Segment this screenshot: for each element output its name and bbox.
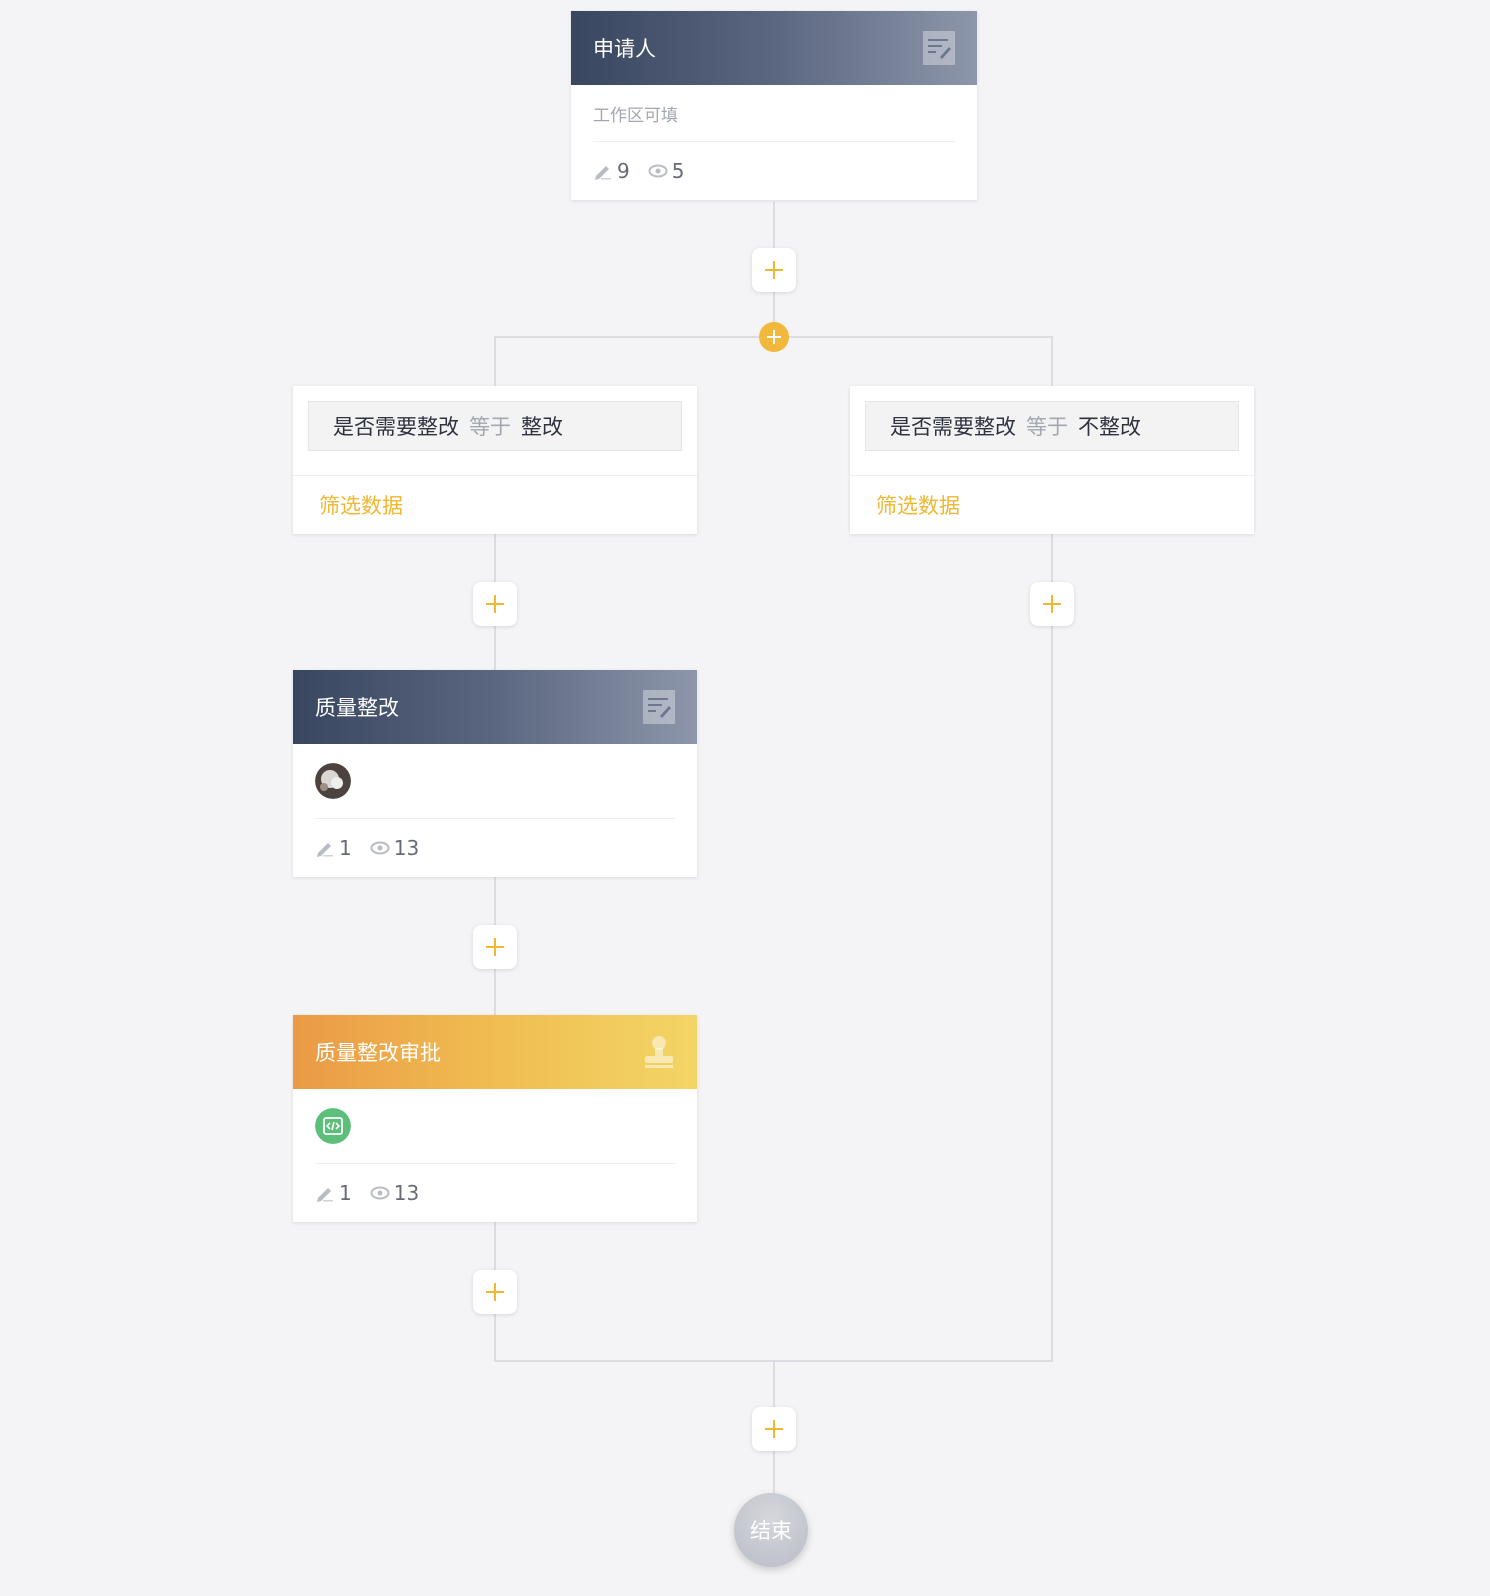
edit-count: 9 <box>617 159 630 183</box>
node-stats: 1 13 <box>315 1164 675 1222</box>
avatar[interactable] <box>315 763 351 799</box>
branch-condition-card[interactable]: 是否需要整改 等于 整改 筛选数据 <box>293 386 697 534</box>
eye-icon <box>648 164 668 178</box>
condition-field: 是否需要整改 <box>890 415 1016 439</box>
plus-icon <box>1043 595 1061 613</box>
divider <box>850 475 1254 476</box>
condition-expression[interactable]: 是否需要整改 等于 整改 <box>308 401 682 451</box>
code-avatar-icon[interactable] <box>315 1108 351 1144</box>
connector-line <box>1051 336 1053 386</box>
form-icon <box>643 690 675 724</box>
node-rectification[interactable]: 质量整改 1 13 <box>293 670 697 877</box>
view-count: 13 <box>393 1181 420 1205</box>
add-node-button[interactable] <box>752 248 796 292</box>
connector-line <box>1051 530 1053 1362</box>
condition-value: 不整改 <box>1078 415 1141 439</box>
pencil-icon <box>317 843 333 857</box>
eye-icon <box>370 1186 390 1200</box>
plus-icon <box>486 938 504 956</box>
pencil-icon <box>317 1188 333 1202</box>
connector-line <box>494 336 496 386</box>
node-subtitle: 工作区可填 <box>593 105 678 126</box>
form-icon <box>923 31 955 65</box>
view-count: 13 <box>393 836 420 860</box>
add-node-button[interactable] <box>752 1407 796 1451</box>
condition-expression[interactable]: 是否需要整改 等于 不整改 <box>865 401 1239 451</box>
node-stats: 9 5 <box>593 142 955 200</box>
node-title: 质量整改 <box>315 696 399 720</box>
node-header: 质量整改审批 <box>293 1015 697 1089</box>
divider <box>315 1163 675 1164</box>
plus-icon <box>765 261 783 279</box>
plus-icon <box>486 595 504 613</box>
edit-count: 1 <box>339 1181 352 1205</box>
add-node-button[interactable] <box>1030 582 1074 626</box>
divider <box>593 141 955 142</box>
add-node-button[interactable] <box>473 582 517 626</box>
condition-value: 整改 <box>521 415 563 439</box>
plus-icon <box>486 1283 504 1301</box>
node-applicant[interactable]: 申请人 工作区可填 9 5 <box>571 11 977 200</box>
node-approval[interactable]: 质量整改审批 1 13 <box>293 1015 697 1222</box>
condition-field: 是否需要整改 <box>333 415 459 439</box>
node-title: 质量整改审批 <box>315 1041 441 1065</box>
condition-operator: 等于 <box>1026 415 1068 439</box>
divider <box>315 818 675 819</box>
node-header: 申请人 <box>571 11 977 85</box>
filter-data-link[interactable]: 筛选数据 <box>319 494 403 518</box>
node-title: 申请人 <box>593 37 656 61</box>
add-node-button[interactable] <box>473 925 517 969</box>
node-stats: 1 13 <box>315 819 675 877</box>
plus-icon <box>767 330 781 344</box>
branch-condition-card[interactable]: 是否需要整改 等于 不整改 筛选数据 <box>850 386 1254 534</box>
add-node-button[interactable] <box>473 1270 517 1314</box>
node-header: 质量整改 <box>293 670 697 744</box>
end-label: 结束 <box>750 1519 792 1543</box>
plus-icon <box>765 1420 783 1438</box>
add-branch-button[interactable] <box>759 322 789 352</box>
filter-data-link[interactable]: 筛选数据 <box>876 494 960 518</box>
pencil-icon <box>595 166 611 180</box>
condition-operator: 等于 <box>469 415 511 439</box>
end-node: 结束 <box>734 1493 808 1567</box>
view-count: 5 <box>671 159 685 183</box>
stamp-icon <box>645 1036 673 1068</box>
divider <box>293 475 697 476</box>
eye-icon <box>370 841 390 855</box>
edit-count: 1 <box>339 836 352 860</box>
